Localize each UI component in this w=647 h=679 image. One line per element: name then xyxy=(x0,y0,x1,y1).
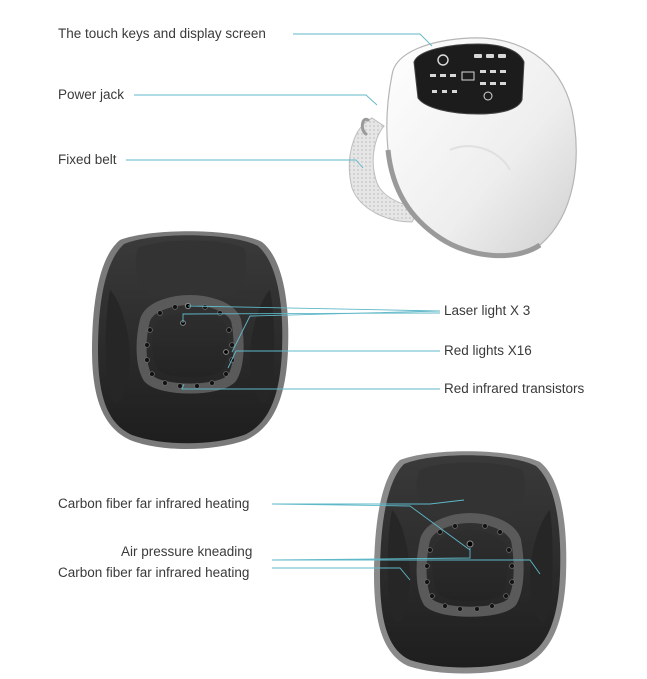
leader-touch-keys xyxy=(293,33,433,47)
leader-laser-light-2 xyxy=(231,310,441,353)
callout-carbon-fiber-2: Carbon fiber far infrared heating xyxy=(58,565,250,580)
callout-carbon-fiber-1: Carbon fiber far infrared heating xyxy=(58,496,250,511)
leader-red-lights xyxy=(227,350,440,369)
leader-laser-light-3 xyxy=(182,312,441,323)
bottom-air-bag xyxy=(466,540,474,548)
leader-laser-light-1 xyxy=(187,305,441,312)
leader-carbon-fiber-2a xyxy=(272,567,411,581)
callout-power-jack: Power jack xyxy=(58,87,125,102)
fixed-belt-strap xyxy=(348,117,421,223)
callout-air-pressure: Air pressure kneading xyxy=(121,544,253,559)
leader-air-pressure-2 xyxy=(271,548,471,561)
callout-red-infrared: Red infrared transistors xyxy=(444,381,585,396)
red-light-dots xyxy=(144,304,235,389)
power-key-icon xyxy=(437,54,449,66)
bottom-device xyxy=(374,451,567,674)
callout-red-lights: Red lights X16 xyxy=(444,343,532,358)
display-panel xyxy=(413,43,525,115)
top-device xyxy=(348,37,577,259)
leader-fixed-belt xyxy=(126,159,364,169)
leader-carbon-fiber-2b xyxy=(271,503,471,551)
leader-carbon-fiber-1 xyxy=(272,499,465,505)
callout-fixed-belt: Fixed belt xyxy=(58,152,117,167)
touch-keys xyxy=(430,54,506,101)
callout-touch-keys: The touch keys and display screen xyxy=(58,26,266,41)
leader-power-jack xyxy=(134,94,378,106)
leader-red-infrared xyxy=(181,383,440,390)
leader-lines xyxy=(126,33,541,581)
bottom-red-light-dots xyxy=(424,523,515,612)
callout-laser-light: Laser light X 3 xyxy=(444,303,531,318)
middle-device xyxy=(92,231,289,449)
leader-air-pressure xyxy=(272,559,541,575)
light-ring xyxy=(136,294,244,394)
bottom-light-ring xyxy=(416,512,524,617)
